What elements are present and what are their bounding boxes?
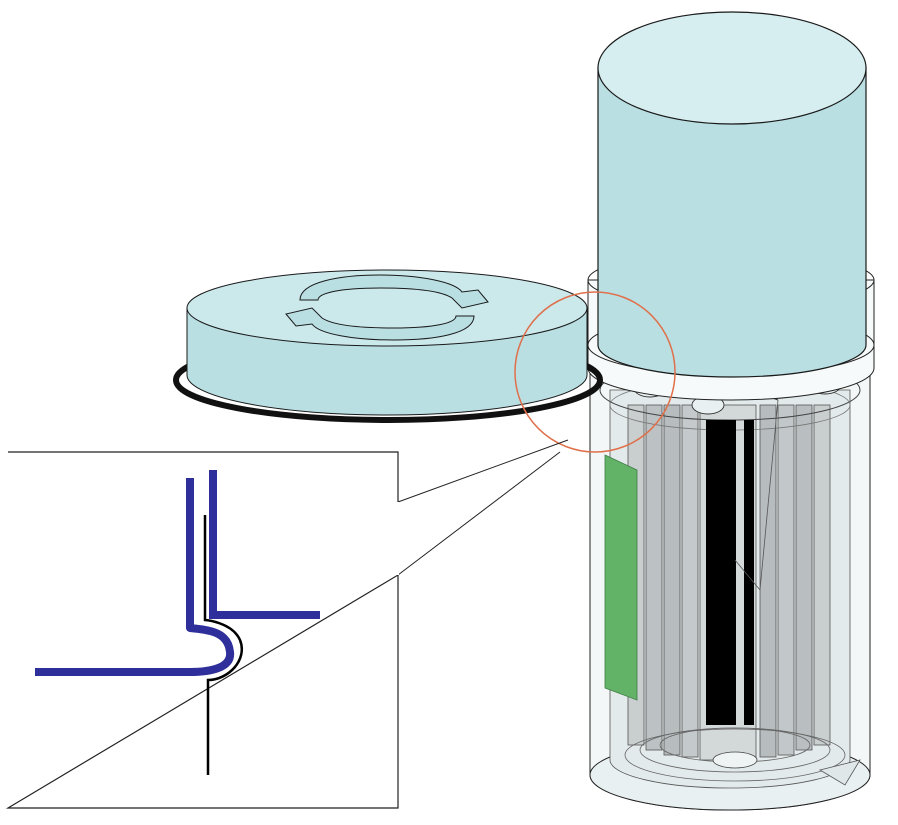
detail-callout <box>5 291 676 809</box>
electrode-strip <box>744 420 754 725</box>
electrode-strip <box>706 420 736 725</box>
detail-box <box>5 451 399 809</box>
callout-circle <box>514 291 676 453</box>
seal-detail <box>35 470 320 775</box>
upper-cylinder <box>587 11 875 401</box>
label-strip <box>604 454 638 701</box>
battery-can <box>589 359 871 811</box>
screw-cap <box>173 269 603 423</box>
rotate-arrows-icon <box>285 274 489 341</box>
